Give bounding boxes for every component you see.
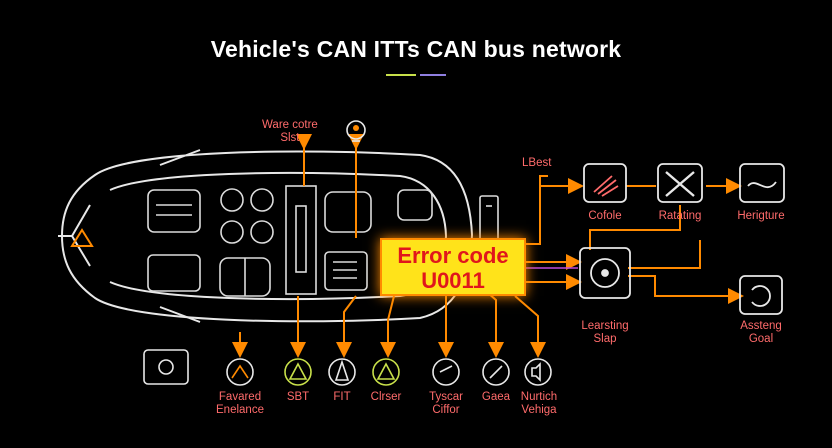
cone-icon xyxy=(328,358,356,386)
error-code-badge: Error code U0011 xyxy=(380,238,526,296)
refresh-icon xyxy=(739,275,783,315)
warning-icon xyxy=(372,358,400,386)
label-ratating: Ratating xyxy=(658,210,702,222)
label-ware-cotre: Ware cotre Slst xyxy=(262,119,318,144)
label-sbt: SBT xyxy=(286,391,310,403)
spray-icon xyxy=(583,163,627,203)
warning-icon xyxy=(284,358,312,386)
car-outline xyxy=(58,149,474,323)
label-clrser: Clrser xyxy=(370,391,402,403)
sound-icon xyxy=(524,358,552,386)
error-line-2: U0011 xyxy=(421,268,485,293)
lightbulb-icon xyxy=(346,120,366,142)
gauge-icon xyxy=(432,358,460,386)
label-fit: FIT xyxy=(333,391,351,403)
error-line-1: Error code xyxy=(397,243,509,268)
bus-lines xyxy=(232,134,744,358)
steering-ecu-icon xyxy=(579,247,631,299)
link-icon xyxy=(482,358,510,386)
road-icon xyxy=(226,358,254,386)
tools-icon xyxy=(657,163,703,203)
label-lbest: LBest xyxy=(522,157,552,169)
wave-icon xyxy=(739,163,785,203)
camera-icon xyxy=(143,349,189,385)
label-learsting: Learsting Slap xyxy=(581,320,629,345)
title-underline-green xyxy=(386,74,416,76)
label-assteng: Assteng Goal xyxy=(740,320,782,345)
headlight-icon xyxy=(70,228,94,247)
label-gaea: Gaea xyxy=(481,391,511,403)
label-tyscar: Tyscar Ciffor xyxy=(429,391,463,416)
car-interior xyxy=(147,185,499,297)
label-cofole: Cofole xyxy=(588,210,622,222)
page-title: Vehicle's CAN ITTs CAN bus network xyxy=(210,36,622,62)
title-underline-purple xyxy=(420,74,446,76)
label-herigture: Herigture xyxy=(737,210,785,222)
label-nurtich: Nurtich Vehiga xyxy=(520,391,558,416)
label-favared: Favared Enelance xyxy=(216,391,264,416)
